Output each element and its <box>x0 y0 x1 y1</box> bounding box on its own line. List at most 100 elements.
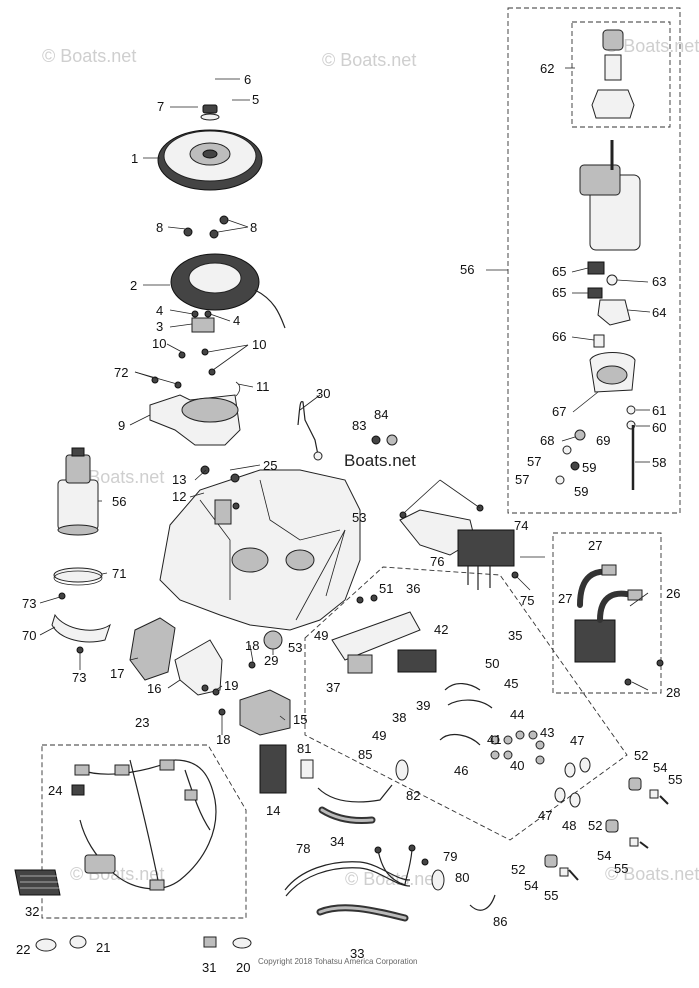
callout: 46 <box>454 763 468 778</box>
callout: 69 <box>596 433 610 448</box>
callout: 2 <box>130 278 137 293</box>
callout: 58 <box>652 455 666 470</box>
center-watermark: Boats.net <box>344 451 416 470</box>
screw <box>219 215 229 225</box>
callout: 55 <box>544 888 558 903</box>
callout: 66 <box>552 329 566 344</box>
electrical-box-frame <box>304 566 628 841</box>
callout: 21 <box>96 940 110 955</box>
callout: 83 <box>352 418 366 433</box>
callout: 65 <box>552 285 566 300</box>
callout: 43 <box>540 725 554 740</box>
ignition-coil <box>574 564 643 663</box>
callout: 20 <box>236 960 250 975</box>
callout: 64 <box>652 305 666 320</box>
callout: 12 <box>172 489 186 504</box>
callout: 59 <box>582 460 596 475</box>
callout: 13 <box>172 472 186 487</box>
pulser-coil <box>191 317 215 333</box>
callout: 57 <box>515 472 529 487</box>
callout: 55 <box>668 772 682 787</box>
stator-base <box>149 348 241 446</box>
callout: 82 <box>406 788 420 803</box>
callout: 42 <box>434 622 448 637</box>
wire-harness <box>71 759 217 891</box>
callout: 53 <box>288 640 302 655</box>
flywheel <box>157 104 263 191</box>
clamp <box>35 938 57 952</box>
callout: 36 <box>406 581 420 596</box>
relay-assembly <box>331 594 437 674</box>
callout: 19 <box>224 678 238 693</box>
callout: 24 <box>48 783 62 798</box>
stator <box>170 215 286 329</box>
callout: 59 <box>574 484 588 499</box>
callout: 39 <box>416 698 430 713</box>
bolt <box>371 435 381 445</box>
callout: 5 <box>252 92 259 107</box>
callout: 78 <box>296 841 310 856</box>
starter-motor-right <box>555 29 641 490</box>
callout: 56 <box>112 494 126 509</box>
clamp <box>69 935 87 949</box>
callout: 27 <box>558 591 572 606</box>
callout: 11 <box>256 379 270 394</box>
callout: 1 <box>131 151 138 166</box>
cable <box>284 861 411 891</box>
copyright-note: Copyright 2018 Tohatsu America Corporati… <box>258 957 418 966</box>
callout: 8 <box>250 220 257 235</box>
callout: 31 <box>202 960 216 975</box>
callout: 32 <box>25 904 39 919</box>
callout: 51 <box>379 581 393 596</box>
callout: 52 <box>588 818 602 833</box>
callout: 49 <box>314 628 328 643</box>
callout: 81 <box>297 741 311 756</box>
callout: 33 <box>350 946 364 961</box>
callout: 18 <box>216 732 230 747</box>
callout: 57 <box>527 454 541 469</box>
callout: 76 <box>430 554 444 569</box>
callout: 74 <box>514 518 528 533</box>
callout: 60 <box>652 420 666 435</box>
callout: 48 <box>562 818 576 833</box>
cap <box>395 759 409 781</box>
callout: 79 <box>443 849 457 864</box>
callout: 29 <box>264 653 278 668</box>
callout: 40 <box>510 758 524 773</box>
callout-labels: 1 2 3 4 4 5 6 7 8 8 9 10 10 11 12 13 14 … <box>16 61 682 975</box>
callout: 4 <box>156 303 163 318</box>
starter-pinion-frame <box>571 21 671 128</box>
callout: 54 <box>524 878 538 893</box>
watermark: © Boats.net <box>605 864 699 884</box>
cdi-unit <box>259 744 287 794</box>
callout: 27 <box>588 538 602 553</box>
callout: 47 <box>538 808 552 823</box>
callout: 25 <box>263 458 277 473</box>
callout: 16 <box>147 681 161 696</box>
powerhead-block <box>159 465 361 631</box>
callout: 8 <box>156 220 163 235</box>
watermark: © Boats.net <box>42 46 136 66</box>
callout: 86 <box>493 914 507 929</box>
callout: 15 <box>293 712 307 727</box>
callout: 85 <box>358 747 372 762</box>
callout: 18 <box>245 638 259 653</box>
callout: 63 <box>652 274 666 289</box>
callout: 73 <box>72 670 86 685</box>
callout: 14 <box>266 803 280 818</box>
terminals <box>439 683 591 808</box>
callout: 35 <box>508 628 522 643</box>
callout: 30 <box>316 386 330 401</box>
watermark-group: © Boats.net © Boats.net © Boats.net © Bo… <box>42 36 699 966</box>
callout: 61 <box>652 403 666 418</box>
callout: 62 <box>540 61 554 76</box>
callout: 22 <box>16 942 30 957</box>
callout: 80 <box>455 870 469 885</box>
callout: 47 <box>570 733 584 748</box>
callout: 28 <box>666 685 680 700</box>
callout: 68 <box>540 433 554 448</box>
plug <box>203 936 217 948</box>
starter-bracket <box>51 613 111 643</box>
fuse-holder <box>300 759 314 779</box>
